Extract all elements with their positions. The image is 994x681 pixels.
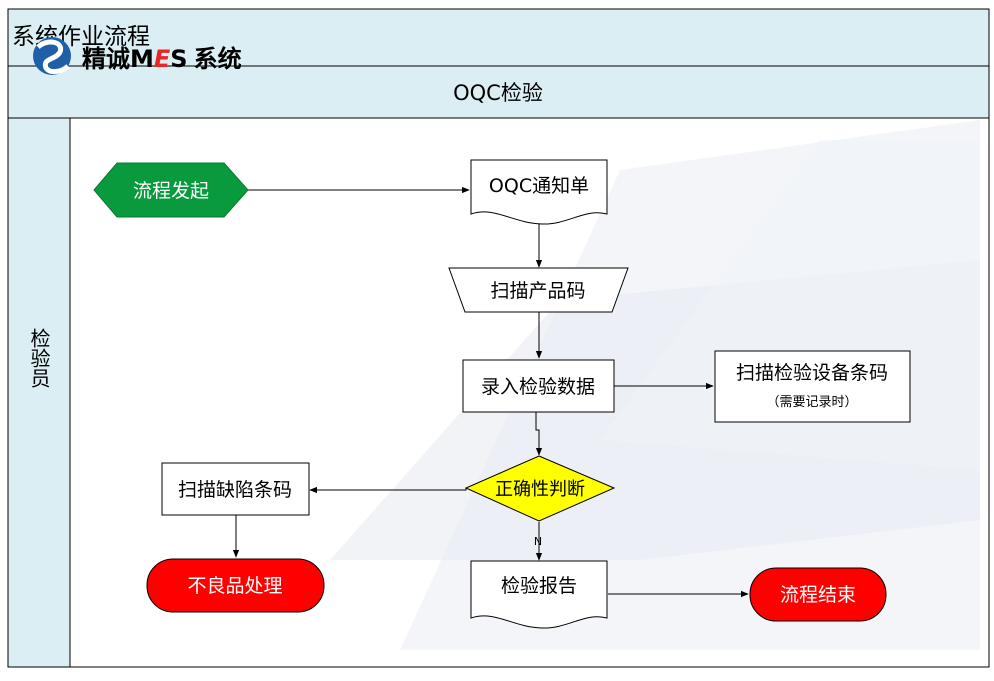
node-enter-data-label: 录入检验数据	[481, 376, 595, 398]
logo-text-s: S	[170, 45, 187, 73]
node-scan-defect-label: 扫描缺陷条码	[178, 479, 292, 501]
node-report[interactable]: 检验报告	[470, 560, 608, 629]
logo-text-2: 系统	[194, 45, 242, 73]
logo-text-m: M	[130, 45, 154, 73]
node-start[interactable]: 流程发起	[93, 162, 249, 218]
edge-decision-to-scan-defect	[309, 486, 467, 494]
node-scan-product-label: 扫描产品码	[490, 280, 585, 302]
node-end-label: 流程结束	[780, 584, 856, 606]
lane-role-label: 检验员	[27, 328, 51, 388]
node-defect-handling-label: 不良品处理	[187, 575, 282, 597]
node-scan-product[interactable]: 扫描产品码	[448, 267, 629, 313]
page-title: 系统作业流程	[12, 24, 150, 50]
process-band	[7, 65, 990, 119]
node-scan-equipment-note: （需要记录时）	[766, 395, 857, 410]
node-notice[interactable]: OQC通知单	[470, 159, 608, 225]
logo-text-1: 精诚	[82, 45, 130, 73]
process-name: OQC检验	[453, 81, 543, 105]
node-start-label: 流程发起	[133, 180, 209, 202]
node-scan-equipment[interactable]: 扫描检验设备条码 （需要记录时）	[714, 350, 911, 423]
node-scan-equipment-label: 扫描检验设备条码	[736, 362, 888, 384]
node-report-label: 检验报告	[501, 575, 577, 597]
lane-label-band	[7, 117, 71, 668]
edge-enter-data-to-decision	[535, 412, 543, 456]
node-decision-label: 正确性判断	[495, 479, 585, 500]
node-notice-label: OQC通知单	[489, 175, 589, 197]
logo-text-e: E	[154, 45, 171, 73]
node-defect-handling[interactable]: 不良品处理	[146, 558, 325, 613]
node-scan-defect[interactable]: 扫描缺陷条码	[161, 462, 310, 516]
node-end[interactable]: 流程结束	[749, 567, 887, 622]
node-enter-data[interactable]: 录入检验数据	[462, 359, 615, 413]
node-decision[interactable]: 正确性判断	[464, 455, 616, 522]
edge-label-no: N	[534, 535, 542, 548]
title-band	[7, 8, 990, 67]
connectors	[232, 186, 749, 598]
